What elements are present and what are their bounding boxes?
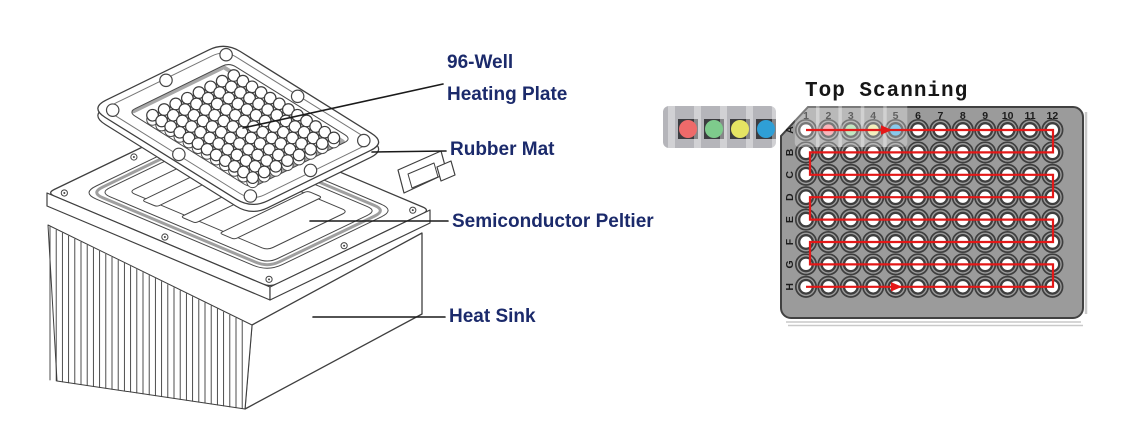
label-heating-plate-line1: 96-Well — [447, 52, 514, 73]
strip-overlay — [794, 102, 908, 147]
label-heating-plate: 96-Well Heating Plate — [447, 52, 567, 106]
scan-arrow-start — [881, 125, 892, 135]
leader-lines — [242, 83, 449, 318]
column-label-12: 12 — [1047, 110, 1059, 122]
column-label-11: 11 — [1024, 110, 1035, 122]
heating-plate-drawing — [97, 45, 380, 212]
column-label-5: 5 — [893, 110, 899, 122]
column-label-10: 10 — [1002, 110, 1014, 122]
column-label-1: 1 — [803, 110, 809, 122]
label-heating-plate-line2: Heating Plate — [447, 83, 568, 105]
column-label-8: 8 — [960, 110, 966, 122]
tube-color-dot — [731, 120, 749, 138]
base-plate-drawing — [46, 117, 456, 301]
row-label-B: B — [784, 148, 796, 156]
tube-color-dot — [679, 120, 697, 138]
column-label-9: 9 — [982, 110, 988, 122]
label-rubber-mat: Rubber Mat — [450, 139, 555, 160]
row-label-E: E — [784, 216, 796, 223]
row-label-G: G — [784, 260, 796, 268]
tube-color-dot — [757, 120, 775, 138]
label-heat-sink: Heat Sink — [449, 306, 536, 327]
plate-svg: 123456789101112ABCDEFGH — [780, 102, 1088, 327]
plate-labels: 123456789101112ABCDEFGH — [784, 110, 1058, 291]
plate-edge-highlight-bottom — [786, 321, 1083, 327]
row-label-F: F — [784, 238, 796, 245]
heat-sink-drawing — [47, 224, 423, 410]
row-label-D: D — [784, 193, 796, 201]
wells-grid — [794, 118, 1064, 298]
row-label-A: A — [784, 126, 796, 134]
row-label-H: H — [784, 283, 796, 291]
row-label-C: C — [784, 171, 796, 179]
tube-strip — [663, 106, 776, 148]
scan-title: Top Scanning — [805, 80, 969, 103]
column-label-4: 4 — [870, 110, 876, 122]
column-label-2: 2 — [825, 110, 831, 122]
label-semiconductor-peltier: Semiconductor Peltier — [452, 211, 654, 232]
column-label-6: 6 — [915, 110, 921, 122]
scan-path — [806, 128, 1055, 288]
tube-color-dot — [705, 120, 723, 138]
column-label-7: 7 — [937, 110, 943, 122]
column-label-3: 3 — [848, 110, 854, 122]
scan-arrow-end — [891, 282, 902, 292]
